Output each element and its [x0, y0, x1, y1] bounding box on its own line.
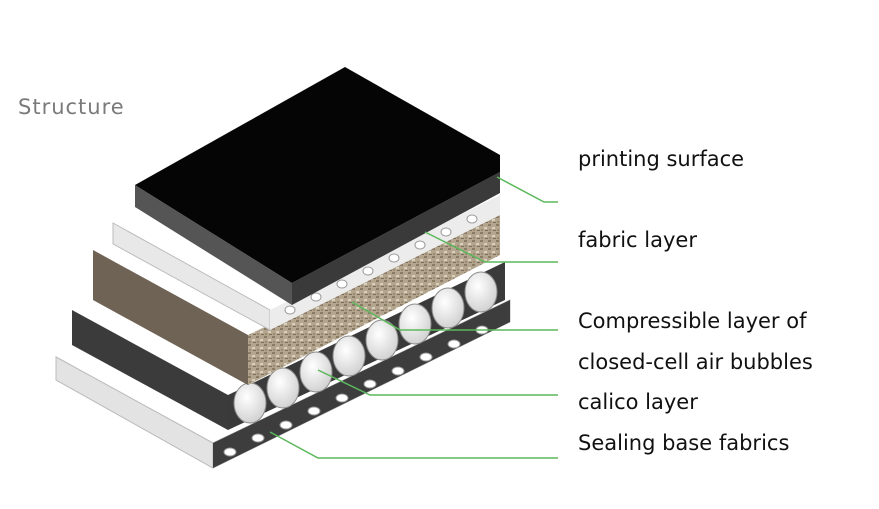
label-compressible-layer-line1: Compressible layer of [578, 309, 807, 333]
label-fabric-layer: fabric layer [578, 228, 697, 252]
diagram-heading: Structure [18, 95, 125, 119]
leader-line-compressible-layer [351, 301, 558, 331]
leader-line-fabric-layer [424, 231, 558, 263]
label-sealing-base-fabrics: Sealing base fabrics [578, 431, 790, 455]
leader-lines [269, 176, 558, 459]
label-calico-layer: calico layer [578, 390, 698, 414]
base-fabric-pattern [223, 325, 489, 457]
leader-line-calico-layer [317, 369, 558, 396]
label-compressible-layer-line2: closed-cell air bubbles [578, 350, 813, 374]
leader-line-base-fabric [269, 431, 558, 459]
calico-layer [72, 310, 228, 430]
leader-line-printing-surface [496, 176, 558, 203]
printing-surface-layer [135, 67, 500, 305]
label-printing-surface: printing surface [578, 147, 745, 171]
sealing-base-fabric-layer [55, 299, 511, 469]
fabric-layer [112, 195, 500, 331]
compressible-layer [93, 215, 500, 385]
